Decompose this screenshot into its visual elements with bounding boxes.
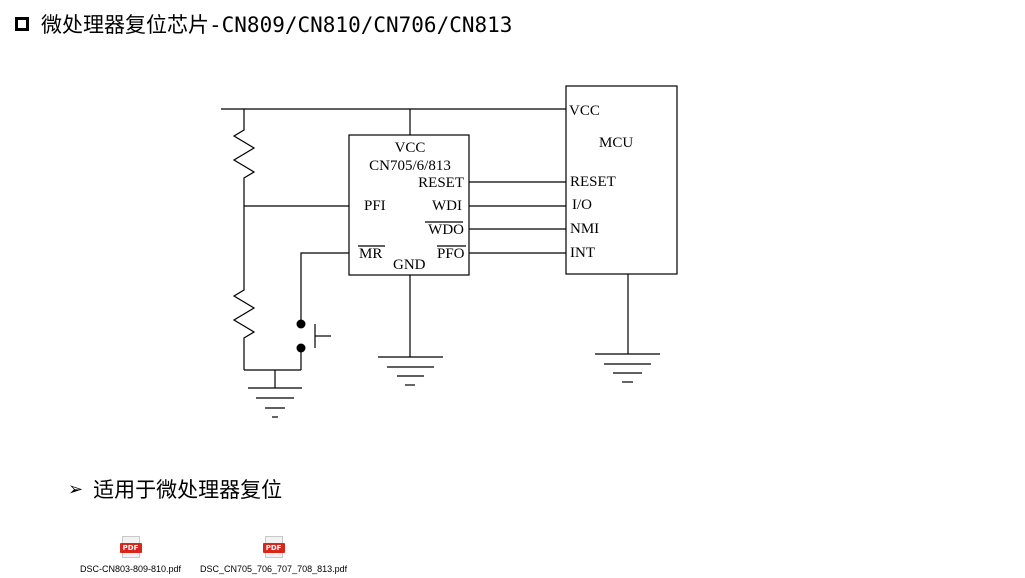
pdf-icon: PDF <box>119 536 142 560</box>
mcu-nmi-label: NMI <box>570 221 599 237</box>
chip-wdi-label: WDI <box>432 198 462 214</box>
page-title: 微处理器复位芯片-CN809/CN810/CN706/CN813 <box>41 13 513 37</box>
mcu-box <box>565 85 678 275</box>
mcu-int-label: INT <box>570 245 595 261</box>
attachment-name: DSC-CN803-809-810.pdf <box>80 564 182 574</box>
resistor-top <box>232 125 256 183</box>
switch-contact-bottom <box>296 343 306 353</box>
attachment-file-2[interactable]: PDF DSC_CN705_706_707_708_813.pdf <box>200 536 347 574</box>
chip-reset-label: RESET <box>418 175 464 191</box>
bullet-item: ➢ 适用于微处理器复位 <box>68 474 282 504</box>
chip-model-label: CN705/6/813 <box>369 158 451 174</box>
chip-vcc-label: VCC <box>395 140 426 156</box>
attachment-name: DSC_CN705_706_707_708_813.pdf <box>200 564 348 574</box>
checkbox-icon <box>15 17 29 31</box>
mcu-io-label: I/O <box>572 197 592 213</box>
attachment-file-1[interactable]: PDF DSC-CN803-809-810.pdf <box>80 536 181 574</box>
bullet-text: 适用于微处理器复位 <box>93 478 283 502</box>
mcu-reset-label: RESET <box>570 174 616 190</box>
chip-pfi-label: PFI <box>364 198 386 214</box>
chip-gnd-label: GND <box>393 257 426 273</box>
reset-chip-box <box>348 134 470 276</box>
chip-ground-icon <box>378 356 443 386</box>
chip-pfo-label: PFO <box>437 246 465 262</box>
page-title-row: 微处理器复位芯片-CN809/CN810/CN706/CN813 <box>15 9 512 39</box>
arrow-bullet-icon: ➢ <box>68 478 84 500</box>
chip-wdo-label: WDO <box>428 222 464 238</box>
left-ground-icon <box>248 387 302 418</box>
chip-mr-label: MR <box>359 246 382 262</box>
mcu-ground-icon <box>595 353 660 383</box>
resistor-bottom <box>232 285 256 343</box>
mr-wire <box>300 252 349 324</box>
mcu-name-label: MCU <box>599 135 633 151</box>
pdf-icon: PDF <box>262 536 285 560</box>
switch-contact-top <box>296 319 306 329</box>
mcu-vcc-label: VCC <box>569 103 600 119</box>
